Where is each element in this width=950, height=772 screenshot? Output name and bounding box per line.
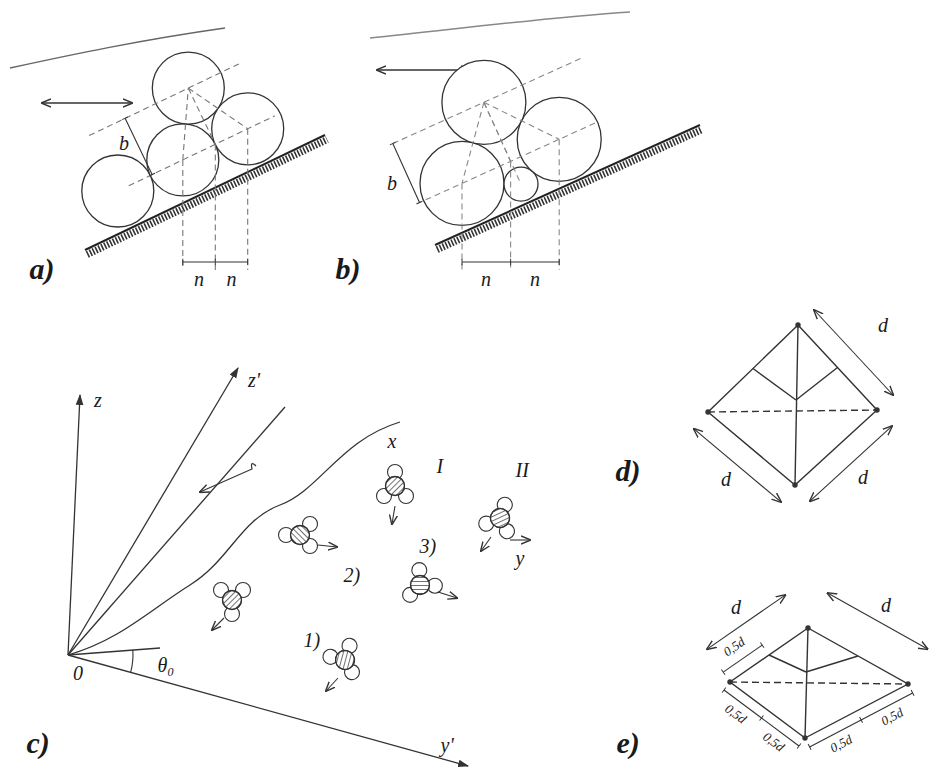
panel-letter: b) [335, 252, 362, 285]
panel-letter: e) [616, 726, 641, 759]
dimension-label: n [529, 268, 541, 290]
dimension-label: b [386, 172, 398, 194]
angle-label: θ₀ [157, 654, 176, 676]
stage-number: 1) [303, 629, 322, 651]
panel-letter: d) [615, 454, 642, 487]
dimension-label: 0,5d [721, 701, 749, 727]
dimension-label: d [857, 466, 869, 488]
axis-label: z' [247, 369, 261, 391]
panel-b-drawing [370, 12, 702, 270]
dimension-label: 0,5d [720, 634, 748, 660]
origin-label: 0 [72, 662, 84, 684]
position-label: II [515, 459, 530, 481]
panel-e-drawing [707, 593, 927, 747]
dimension-label: n [480, 268, 492, 290]
dimension-label: b [118, 132, 130, 154]
axis-label: y' [440, 734, 455, 756]
stage-number: 3) [419, 535, 438, 557]
dimension-label: d [877, 314, 889, 336]
dimension-label: d [730, 596, 742, 618]
position-label: I [436, 455, 445, 477]
stage-number: 2) [343, 564, 362, 586]
dimension-label: n [226, 268, 238, 290]
dimension-label: d [880, 594, 892, 616]
panel-letter: c) [26, 726, 51, 759]
panel-letter: a) [29, 252, 56, 285]
axis-label: y [515, 547, 526, 569]
dimension-label: d [720, 468, 732, 490]
dimension-label: 0,5d [759, 729, 787, 755]
axis-label: x [387, 430, 398, 452]
axis-label: z [93, 389, 103, 411]
dimension-label: n [193, 268, 205, 290]
panel-d-drawing [694, 310, 893, 502]
panel-c-drawing [68, 368, 530, 766]
panel-a-drawing [10, 28, 327, 270]
